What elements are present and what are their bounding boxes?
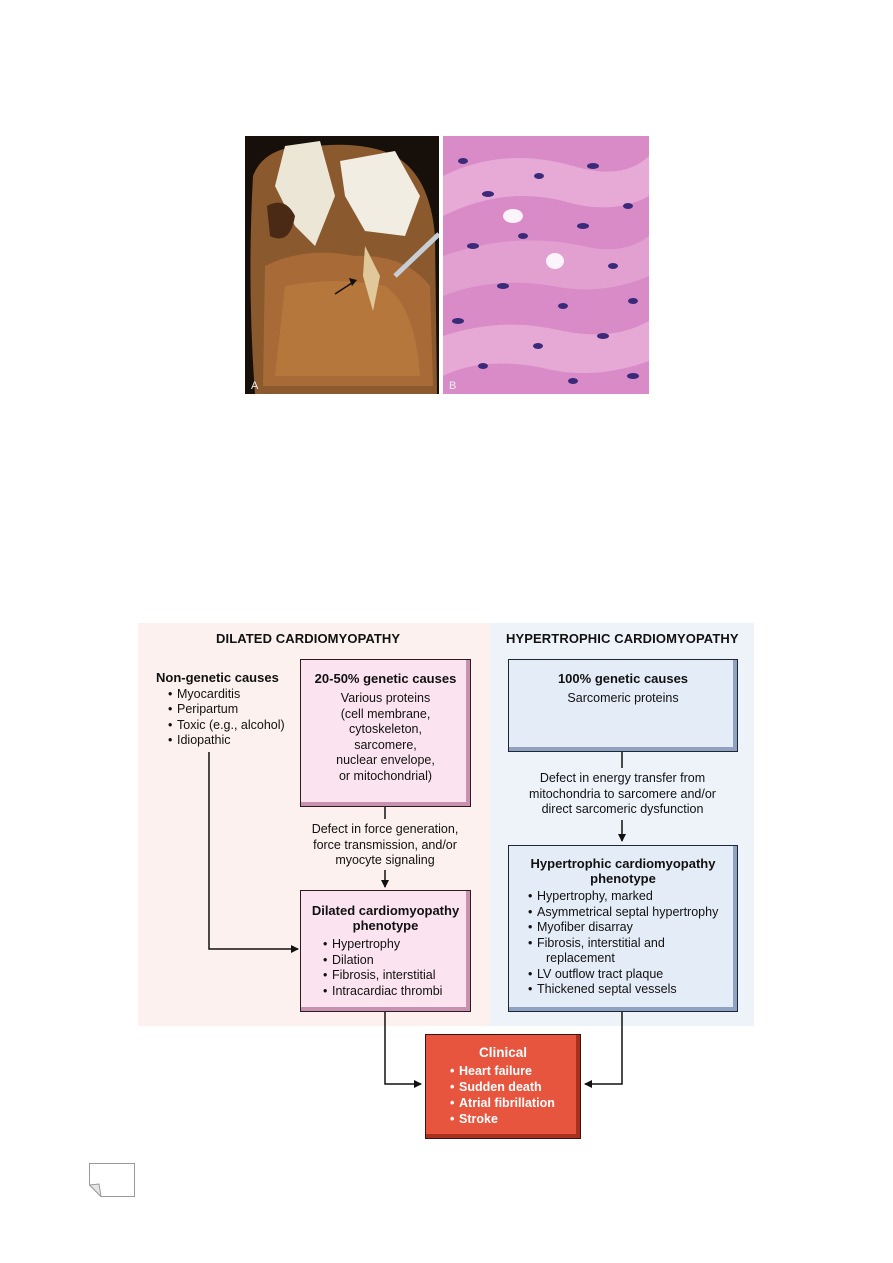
list-item: Intracardiac thrombi xyxy=(323,984,470,1000)
list-item: LV outflow tract plaque xyxy=(528,967,737,983)
caption-line: direct sarcomeric dysfunction xyxy=(541,802,704,816)
caption-line: Defect in force generation, xyxy=(311,822,459,836)
hyper-genetic-heading: 100% genetic causes xyxy=(557,671,689,686)
hyper-genetic-causes-box: 100% genetic causes Sarcomeric proteins xyxy=(508,659,738,752)
heading-line: Dilated cardiomyopathy xyxy=(311,903,460,918)
list-item: Idiopathic xyxy=(168,733,285,749)
detail-line: or mitochondrial) xyxy=(338,768,433,783)
detail-line: sarcomere, xyxy=(354,737,417,752)
histology-illustration xyxy=(443,136,649,394)
list-item: Hypertrophy, marked xyxy=(528,889,737,905)
detail-line: (cell membrane, xyxy=(340,706,431,721)
list-item: Dilation xyxy=(323,953,470,969)
dilated-phenotype-list: Hypertrophy Dilation Fibrosis, interstit… xyxy=(323,937,470,999)
dilated-genetic-heading: 20-50% genetic causes xyxy=(314,671,457,686)
dilated-phenotype-box: Dilated cardiomyopathy phenotype Hypertr… xyxy=(300,890,471,1012)
dilated-to-clinical-arrow xyxy=(384,1012,422,1088)
nongenetic-heading: Non-genetic causes xyxy=(156,670,279,685)
hyper-phenotype-list: Hypertrophy, marked Asymmetrical septal … xyxy=(528,889,737,998)
nongenetic-causes: Non-genetic causes Myocarditis Peripartu… xyxy=(156,670,285,749)
list-item-continuation: replacement xyxy=(546,951,615,965)
clinical-box: Clinical Heart failure Sudden death Atri… xyxy=(425,1034,581,1139)
caption-line: force transmission, and/or xyxy=(313,837,457,852)
list-item: Thickened septal vessels xyxy=(528,982,737,998)
hypertrophic-title: HYPERTROPHIC CARDIOMYOPATHY xyxy=(506,631,739,646)
list-item: Hypertrophy xyxy=(323,937,470,953)
list-item: Sudden death xyxy=(450,1079,580,1095)
gross-heart-photo: A xyxy=(245,136,439,394)
list-item: Toxic (e.g., alcohol) xyxy=(168,718,285,734)
caption-line: mitochondria to sarcomere and/or xyxy=(529,786,716,801)
hyper-phenotype-heading: Hypertrophic cardiomyopathy phenotype xyxy=(509,856,737,886)
heading-line: Hypertrophic cardiomyopathy xyxy=(530,856,716,871)
list-item: Peripartum xyxy=(168,702,285,718)
heading-line: phenotype xyxy=(590,871,656,886)
dilated-genetic-details: Various proteins (cell membrane, cytoske… xyxy=(301,691,470,784)
clinical-list: Heart failure Sudden death Atrial fibril… xyxy=(450,1063,580,1127)
list-item: Fibrosis, interstitial and xyxy=(528,936,737,952)
panel-a-label: A xyxy=(251,380,259,392)
list-item: Atrial fibrillation xyxy=(450,1095,580,1111)
clinical-heading: Clinical xyxy=(478,1045,527,1060)
list-item: Fibrosis, interstitial xyxy=(323,968,470,984)
hyper-phenotype-box: Hypertrophic cardiomyopathy phenotype Hy… xyxy=(508,845,738,1012)
dilated-genetic-causes-box: 20-50% genetic causes Various proteins (… xyxy=(300,659,471,807)
heading-line: phenotype xyxy=(352,918,419,933)
gross-heart-illustration xyxy=(245,136,439,394)
nongenetic-list: Myocarditis Peripartum Toxic (e.g., alco… xyxy=(168,687,285,749)
list-item: Stroke xyxy=(450,1111,580,1127)
hyper-genetic-details: Sarcomeric proteins xyxy=(567,691,679,705)
hyper-defect-caption: Defect in energy transfer from mitochond… xyxy=(510,771,735,818)
detail-line: nuclear envelope, xyxy=(336,753,435,767)
dilated-phenotype-heading: Dilated cardiomyopathy phenotype xyxy=(301,903,470,933)
list-item: Asymmetrical septal hypertrophy xyxy=(528,905,737,921)
page-curl-icon xyxy=(89,1163,135,1197)
hyper-to-clinical-arrow xyxy=(584,1012,623,1088)
panel-b-label: B xyxy=(449,380,457,392)
detail-line: cytoskeleton, xyxy=(349,722,422,736)
histology-photo: B xyxy=(443,136,649,394)
dilated-title: DILATED CARDIOMYOPATHY xyxy=(216,631,401,646)
list-item: Myofiber disarray xyxy=(528,920,737,936)
nongenetic-to-phenotype-arrow xyxy=(208,752,299,953)
detail-line: Various proteins xyxy=(340,691,431,705)
dilated-defect-caption: Defect in force generation, force transm… xyxy=(290,822,480,869)
list-item: Myocarditis xyxy=(168,687,285,703)
caption-line: myocyte signaling xyxy=(335,853,435,867)
caption-line: Defect in energy transfer from xyxy=(539,771,706,785)
list-item: Heart failure xyxy=(450,1063,580,1079)
